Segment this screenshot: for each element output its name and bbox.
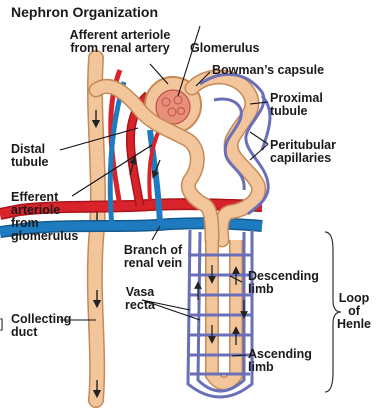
label-proximal-line2: tubule xyxy=(270,105,323,118)
label-distal-tubule: Distal tubule xyxy=(11,143,49,169)
label-efferent-arteriole: Efferent arteriole from glomerulus xyxy=(11,191,78,243)
label-afferent-line2: from renal artery xyxy=(55,42,185,55)
label-bowmans-capsule: Bowman’s capsule xyxy=(212,64,324,77)
label-loop-line3: Henle xyxy=(334,318,374,331)
label-descending-limb: Descending limb xyxy=(248,270,319,296)
diagram-title: Nephron Organization xyxy=(11,6,158,19)
label-vein-line2: renal vein xyxy=(112,257,194,270)
label-descending-line2: limb xyxy=(248,283,319,296)
label-collecting-line2: duct xyxy=(11,326,71,339)
label-collecting-duct: Collecting duct xyxy=(11,313,71,339)
label-vasa-recta: Vasa recta xyxy=(120,286,160,312)
label-branch-renal-vein: Branch of renal vein xyxy=(112,244,194,270)
label-vasa-line2: recta xyxy=(120,299,160,312)
loop-of-henle xyxy=(212,240,236,384)
label-ascending-limb: Ascending limb xyxy=(248,348,312,374)
label-peritubular-line2: capillaries xyxy=(270,152,336,165)
edge-mark: ] xyxy=(0,318,3,331)
label-peritubular-capillaries: Peritubular capillaries xyxy=(270,139,336,165)
label-efferent-line4: glomerulus xyxy=(11,230,78,243)
label-loop-of-henle: Loop of Henle xyxy=(334,292,374,331)
label-glomerulus: Glomerulus xyxy=(190,42,259,55)
label-proximal-tubule: Proximal tubule xyxy=(270,92,323,118)
label-distal-line2: tubule xyxy=(11,156,49,169)
label-afferent-arteriole: Afferent arteriole from renal artery xyxy=(55,29,185,55)
label-ascending-line2: limb xyxy=(248,361,312,374)
